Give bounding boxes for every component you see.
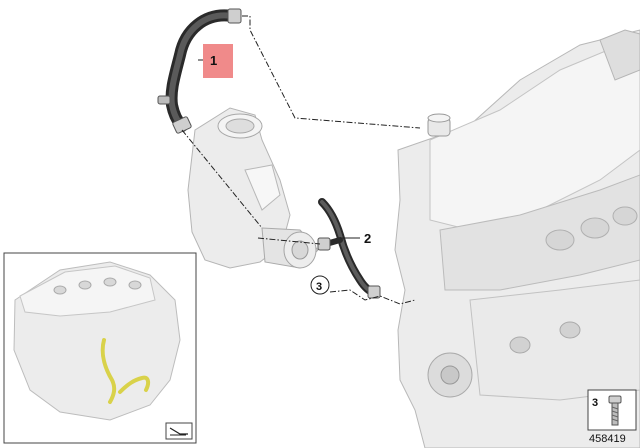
callout-3[interactable]: 3: [310, 275, 330, 295]
inset-highlighted-parts: [100, 338, 151, 404]
bolt-icon: [608, 395, 622, 426]
callout-1[interactable]: 1: [198, 44, 233, 78]
legend-part-number: 3: [592, 397, 598, 409]
part-1-hose[interactable]: [157, 8, 242, 134]
engine-block-illustration: [394, 29, 640, 448]
view-direction-icon: [165, 422, 193, 440]
part-2-pipe[interactable]: [317, 198, 381, 299]
turbo-housing-illustration: [187, 107, 319, 269]
reference-number: 458419: [589, 433, 626, 445]
callout-3-label: 3: [316, 281, 322, 293]
overview-inset: [3, 252, 197, 444]
part-3-legend[interactable]: 3: [587, 389, 637, 431]
callout-1-label: 1: [210, 53, 217, 68]
callout-2[interactable]: 2: [340, 231, 371, 246]
callout-2-label: 2: [364, 231, 371, 246]
assembly-leader-lines: [181, 15, 421, 305]
